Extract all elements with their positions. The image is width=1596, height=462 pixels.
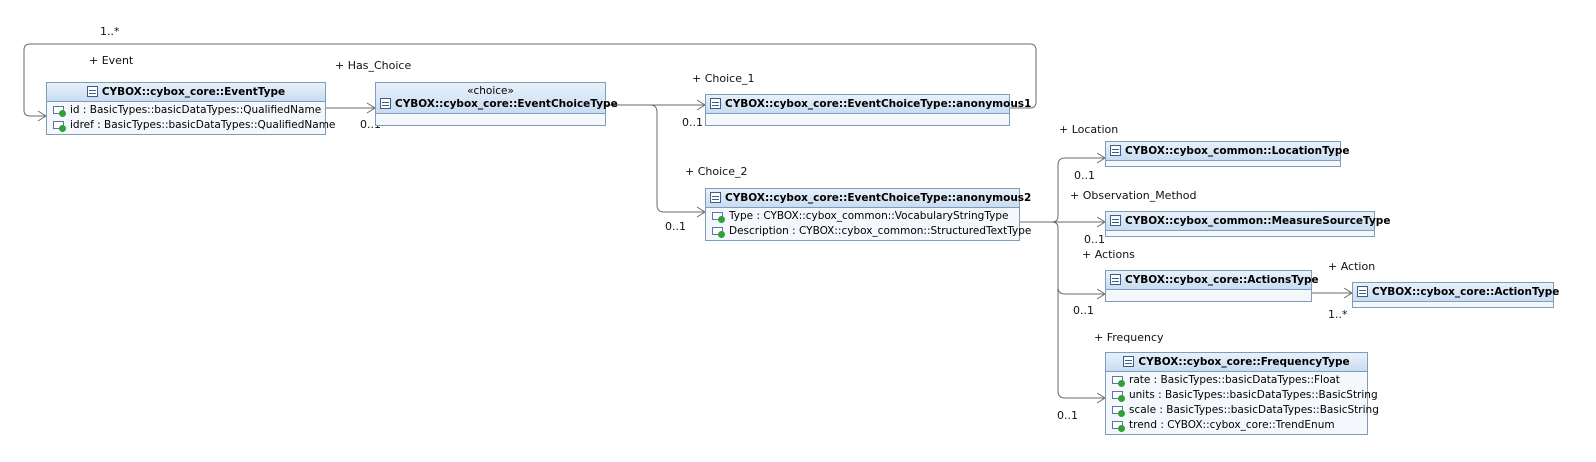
role-action-mult: 1..* bbox=[1328, 308, 1348, 321]
class-attributes: Type : CYBOX::cybox_common::VocabularySt… bbox=[706, 208, 1031, 240]
attribute-icon bbox=[53, 120, 66, 132]
role-event-mult: 1..* bbox=[100, 25, 120, 38]
attribute-icon bbox=[1112, 375, 1125, 387]
edge-event bbox=[23, 43, 1037, 117]
class-event-choice-type[interactable]: «choice» CYBOX::cybox_core::EventChoiceT… bbox=[375, 82, 618, 126]
role-event: + Event bbox=[89, 54, 134, 67]
role-location-mult: 0..1 bbox=[1074, 169, 1095, 182]
attribute-icon bbox=[1112, 420, 1125, 432]
class-icon bbox=[86, 86, 98, 97]
class-attributes bbox=[706, 114, 1009, 125]
class-header: CYBOX::cybox_core::ActionType bbox=[1353, 283, 1559, 302]
attribute-row: Type : CYBOX::cybox_common::VocabularySt… bbox=[706, 209, 1019, 224]
class-location-type[interactable]: CYBOX::cybox_common::LocationType bbox=[1105, 141, 1350, 167]
role-choice-2-mult: 0..1 bbox=[665, 220, 686, 233]
attribute-row: id : BasicTypes::basicDataTypes::Qualifi… bbox=[47, 103, 325, 118]
class-attributes: id : BasicTypes::basicDataTypes::Qualifi… bbox=[47, 102, 335, 134]
class-name: CYBOX::cybox_core::EventChoiceType bbox=[395, 98, 618, 110]
class-attributes bbox=[1106, 290, 1311, 301]
class-header: CYBOX::cybox_core::FrequencyType bbox=[1106, 353, 1367, 372]
class-measure-source-type[interactable]: CYBOX::cybox_common::MeasureSourceType bbox=[1105, 211, 1390, 237]
class-attributes bbox=[1106, 161, 1340, 166]
attribute-row: Description : CYBOX::cybox_common::Struc… bbox=[706, 224, 1031, 239]
stereotype: «choice» bbox=[467, 85, 514, 97]
attribute-icon bbox=[712, 226, 725, 238]
attribute-icon bbox=[712, 211, 725, 223]
role-choice-1: + Choice_1 bbox=[692, 72, 755, 85]
class-action-type[interactable]: CYBOX::cybox_core::ActionType bbox=[1352, 282, 1559, 308]
class-frequency-type[interactable]: CYBOX::cybox_core::FrequencyType rate : … bbox=[1105, 352, 1379, 435]
class-actions-type[interactable]: CYBOX::cybox_core::ActionsType bbox=[1105, 270, 1319, 302]
role-actions-mult: 0..1 bbox=[1073, 304, 1094, 317]
role-observation-method-mult: 0..1 bbox=[1084, 233, 1105, 246]
class-name: CYBOX::cybox_core::FrequencyType bbox=[1138, 356, 1350, 368]
class-name: CYBOX::cybox_core::EventChoiceType::anon… bbox=[725, 192, 1032, 204]
attribute-text: scale : BasicTypes::basicDataTypes::Basi… bbox=[1129, 404, 1379, 416]
class-name: CYBOX::cybox_core::ActionsType bbox=[1125, 274, 1319, 286]
class-anonymous2[interactable]: CYBOX::cybox_core::EventChoiceType::anon… bbox=[705, 188, 1031, 241]
attribute-row: rate : BasicTypes::basicDataTypes::Float bbox=[1106, 373, 1367, 388]
class-header: CYBOX::cybox_core::EventChoiceType::anon… bbox=[706, 95, 1031, 114]
class-name: CYBOX::cybox_core::ActionType bbox=[1372, 286, 1560, 298]
attribute-text: idref : BasicTypes::basicDataTypes::Qual… bbox=[70, 119, 336, 131]
class-header: «choice» CYBOX::cybox_core::EventChoiceT… bbox=[376, 83, 618, 114]
edge-frequency bbox=[1057, 287, 1105, 399]
attribute-row: scale : BasicTypes::basicDataTypes::Basi… bbox=[1106, 403, 1379, 418]
role-choice-2: + Choice_2 bbox=[685, 165, 748, 178]
class-attributes bbox=[1106, 231, 1374, 236]
role-action: + Action bbox=[1328, 260, 1376, 273]
attribute-icon bbox=[1112, 405, 1125, 417]
class-icon bbox=[380, 98, 391, 109]
class-event-type[interactable]: CYBOX::cybox_core::EventType id : BasicT… bbox=[46, 82, 335, 135]
role-actions: + Actions bbox=[1082, 248, 1135, 261]
class-header: CYBOX::cybox_core::EventChoiceType::anon… bbox=[706, 189, 1031, 208]
attribute-text: id : BasicTypes::basicDataTypes::Qualifi… bbox=[70, 104, 322, 116]
class-icon bbox=[1357, 286, 1368, 297]
class-anonymous1[interactable]: CYBOX::cybox_core::EventChoiceType::anon… bbox=[705, 94, 1031, 126]
role-frequency-mult: 0..1 bbox=[1057, 409, 1078, 422]
class-icon bbox=[1110, 274, 1121, 285]
class-icon bbox=[710, 192, 721, 203]
attribute-text: Description : CYBOX::cybox_common::Struc… bbox=[729, 225, 1032, 237]
class-name: CYBOX::cybox_core::EventChoiceType::anon… bbox=[725, 98, 1032, 110]
class-header: CYBOX::cybox_common::LocationType bbox=[1106, 142, 1350, 161]
role-location: + Location bbox=[1059, 123, 1119, 136]
attribute-text: trend : CYBOX::cybox_core::TrendEnum bbox=[1129, 419, 1335, 431]
class-name: CYBOX::cybox_common::LocationType bbox=[1125, 145, 1350, 157]
class-icon bbox=[1110, 145, 1121, 156]
role-has-choice: + Has_Choice bbox=[335, 59, 412, 72]
edge-choice-2 bbox=[649, 104, 705, 213]
attribute-text: rate : BasicTypes::basicDataTypes::Float bbox=[1129, 374, 1340, 386]
class-header: CYBOX::cybox_core::ActionsType bbox=[1106, 271, 1319, 290]
class-attributes bbox=[376, 114, 605, 125]
attribute-icon bbox=[1112, 390, 1125, 402]
class-header: CYBOX::cybox_common::MeasureSourceType bbox=[1106, 212, 1390, 231]
attribute-row: trend : CYBOX::cybox_core::TrendEnum bbox=[1106, 418, 1367, 433]
class-icon bbox=[1110, 215, 1121, 226]
attribute-icon bbox=[53, 105, 66, 117]
role-choice-1-mult: 0..1 bbox=[682, 116, 703, 129]
attribute-row: idref : BasicTypes::basicDataTypes::Qual… bbox=[47, 118, 335, 133]
class-icon bbox=[1123, 356, 1135, 367]
attribute-row: units : BasicTypes::basicDataTypes::Basi… bbox=[1106, 388, 1378, 403]
class-name: CYBOX::cybox_core::EventType bbox=[101, 86, 286, 98]
class-icon bbox=[710, 98, 721, 109]
class-header: CYBOX::cybox_core::EventType bbox=[47, 83, 325, 102]
class-attributes: rate : BasicTypes::basicDataTypes::Float… bbox=[1106, 372, 1379, 434]
attribute-text: units : BasicTypes::basicDataTypes::Basi… bbox=[1129, 389, 1378, 401]
role-observation-method: + Observation_Method bbox=[1070, 189, 1197, 202]
role-frequency: + Frequency bbox=[1094, 331, 1164, 344]
attribute-text: Type : CYBOX::cybox_common::VocabularySt… bbox=[729, 210, 1009, 222]
class-attributes bbox=[1353, 302, 1553, 307]
class-name: CYBOX::cybox_common::MeasureSourceType bbox=[1125, 215, 1391, 227]
